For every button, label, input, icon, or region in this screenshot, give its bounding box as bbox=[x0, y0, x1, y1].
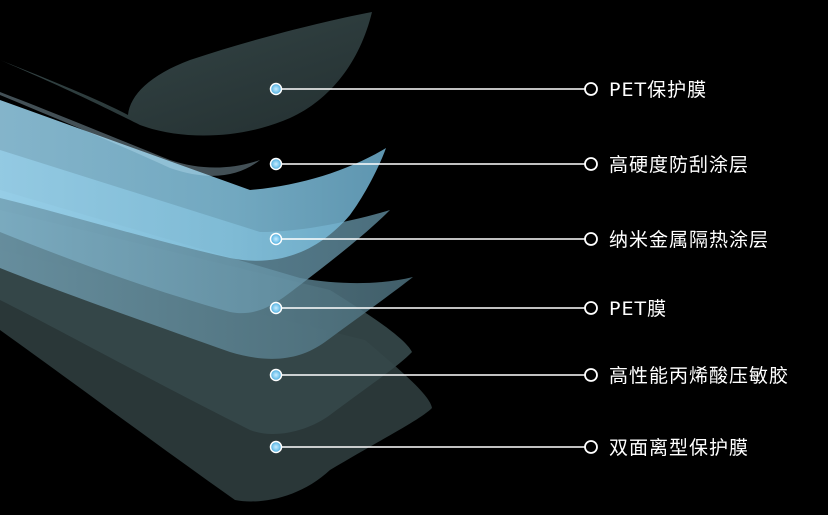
callout-dot-1 bbox=[269, 82, 283, 96]
callout-dot-3 bbox=[269, 232, 283, 246]
layer-label-nano-metal: 纳米金属隔热涂层 bbox=[609, 229, 769, 251]
callout-dot-4 bbox=[269, 301, 283, 315]
layer-label-pet-protective: PET保护膜 bbox=[609, 79, 707, 101]
film-layers bbox=[0, 12, 432, 502]
callout-ring-2 bbox=[584, 157, 598, 171]
callout-ring-1 bbox=[584, 82, 598, 96]
callout-dot-5 bbox=[269, 368, 283, 382]
callout-ring-6 bbox=[584, 440, 598, 454]
layer-label-adhesive: 高性能丙烯酸压敏胶 bbox=[609, 365, 789, 387]
layer-label-hard-coat: 高硬度防刮涂层 bbox=[609, 154, 749, 176]
callout-ring-3 bbox=[584, 232, 598, 246]
layer-label-release-liner: 双面离型保护膜 bbox=[609, 437, 749, 459]
film-pet-protective bbox=[0, 12, 372, 136]
callout-ring-4 bbox=[584, 301, 598, 315]
callout-ring-5 bbox=[584, 368, 598, 382]
layer-labels: PET保护膜 高硬度防刮涂层 纳米金属隔热涂层 PET膜 高性能丙烯酸压敏胶 双… bbox=[609, 79, 789, 459]
callouts bbox=[269, 82, 598, 454]
callout-dot-6 bbox=[269, 440, 283, 454]
callout-dot-2 bbox=[269, 157, 283, 171]
film-hard-coat bbox=[0, 100, 386, 261]
film-highlight bbox=[0, 92, 260, 176]
layer-label-pet: PET膜 bbox=[609, 298, 667, 320]
